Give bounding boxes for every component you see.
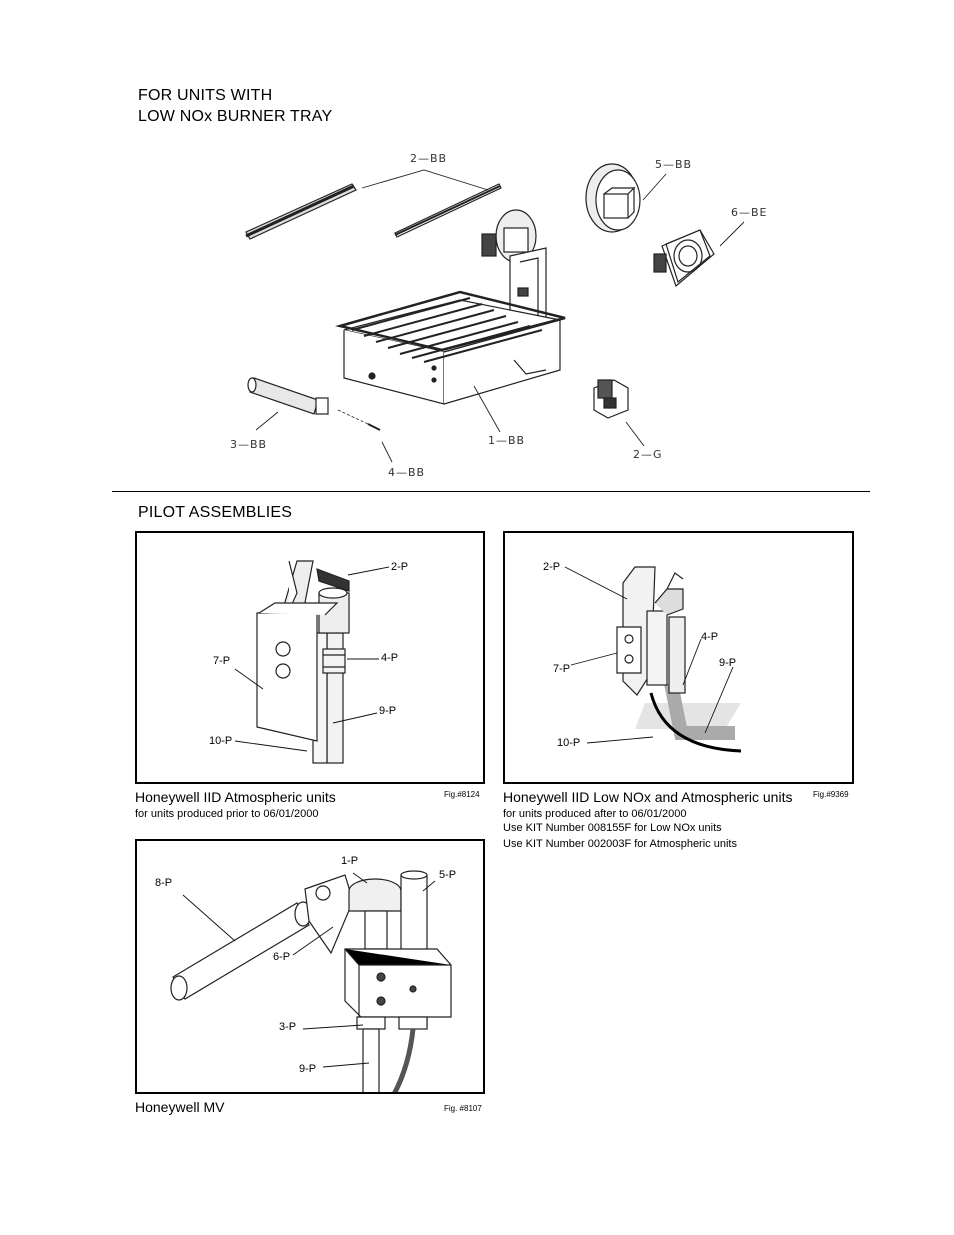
label-8p: 8-P (155, 877, 173, 889)
label-6be: 6—BE (731, 206, 768, 219)
part-3bb (247, 377, 329, 415)
pilot-heading: PILOT ASSEMBLIES (138, 504, 293, 521)
label-7p: 7-P (213, 655, 231, 667)
label-10p: 10-P (557, 737, 581, 749)
fig1-caption: Honeywell IID Atmospheric units (135, 789, 336, 805)
burner-tray-diagram (245, 163, 745, 463)
part-2g (593, 379, 629, 419)
pilot-drawing-2 (564, 566, 742, 753)
section-heading-line2: LOW NOx BURNER TRAY (138, 108, 333, 125)
label-2bb: 2—BB (410, 152, 448, 165)
rail-2bb-left (245, 183, 357, 240)
label-4p: 4-P (701, 631, 719, 643)
label-3bb: 3—BB (230, 438, 268, 451)
label-1bb: 1—BB (488, 434, 526, 447)
rail-2bb-right (394, 183, 502, 238)
fig1-subtext: for units produced prior to 06/01/2000 (135, 808, 319, 820)
part-5bb (585, 163, 641, 233)
label-9p: 9-P (379, 705, 397, 717)
label-2p: 2-P (543, 561, 561, 573)
fig3-number: Fig. #8107 (444, 1104, 482, 1113)
label-1p: 1-P (341, 855, 359, 867)
fig2-subtext-3: Use KIT Number 002003F for Atmospheric u… (503, 838, 737, 850)
label-4p: 4-P (381, 652, 399, 664)
section-divider (112, 491, 870, 492)
fig1-number: Fig.#8124 (444, 790, 480, 799)
figure-iid-atmospheric: 2-P 7-P 4-P 9-P 10-P (135, 531, 485, 784)
label-9p: 9-P (299, 1063, 317, 1075)
figure-iid-lownox: 2-P 4-P 9-P 7-P 10-P (503, 531, 854, 784)
label-2g: 2—G (633, 448, 663, 461)
part-1bb (335, 209, 566, 405)
pilot-drawing-3 (170, 870, 452, 1092)
fig2-caption: Honeywell IID Low NOx and Atmospheric un… (503, 789, 793, 805)
label-5p: 5-P (439, 869, 457, 881)
label-6p: 6-P (273, 951, 291, 963)
pilot-drawing-1 (234, 560, 390, 764)
label-5bb: 5—BB (655, 158, 693, 171)
section-heading-line1: FOR UNITS WITH (138, 87, 273, 104)
fig3-caption: Honeywell MV (135, 1099, 225, 1115)
figure-mv: 1-P 5-P 8-P 6-P 3-P 9-P (135, 839, 485, 1094)
label-9p: 9-P (719, 657, 737, 669)
part-6be (653, 229, 715, 288)
label-7p: 7-P (553, 663, 571, 675)
label-2p: 2-P (391, 561, 409, 573)
fig2-subtext-2: Use KIT Number 008155F for Low NOx units (503, 822, 722, 834)
fig2-number: Fig.#9369 (813, 790, 849, 799)
label-10p: 10-P (209, 735, 233, 747)
label-3p: 3-P (279, 1021, 297, 1033)
label-4bb: 4—BB (388, 466, 426, 479)
fig2-subtext-1: for units produced after to 06/01/2000 (503, 808, 687, 820)
